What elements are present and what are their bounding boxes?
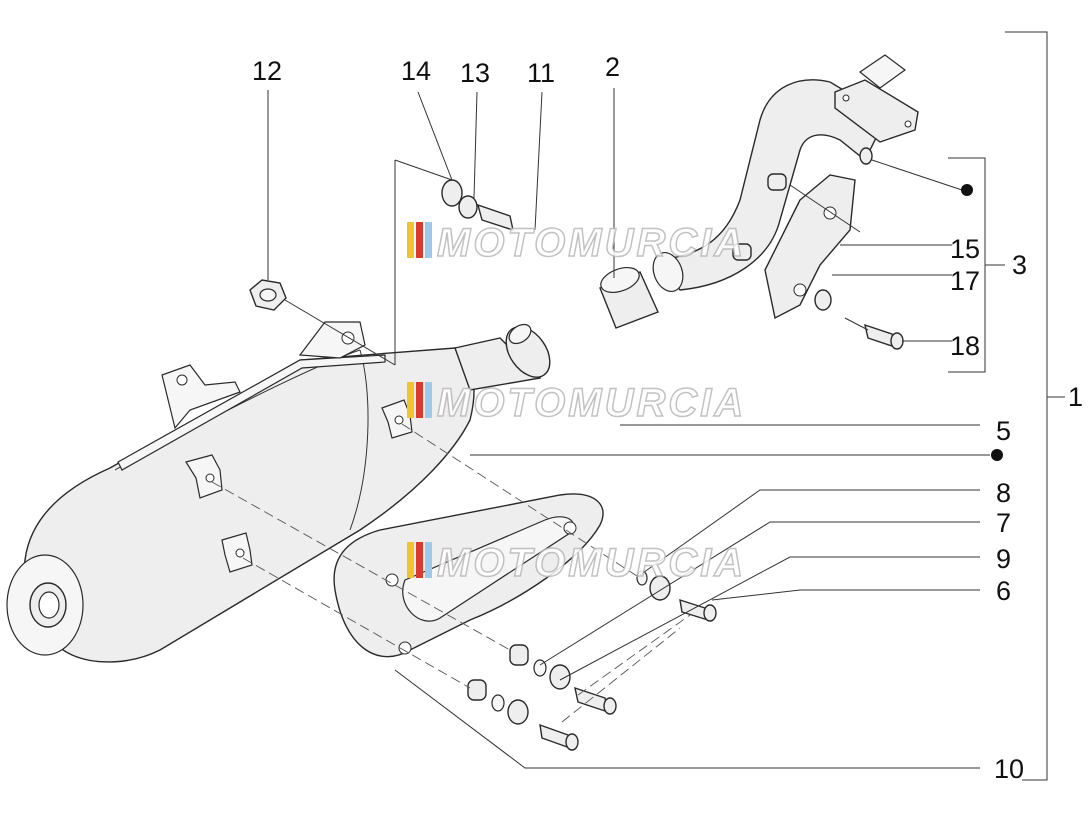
label-13: 13	[460, 58, 490, 88]
reference-dot-upper	[961, 184, 973, 196]
pipe-support-bracket	[764, 174, 856, 320]
callout-labels: 12 14 13 11 2 15 3 17 18 1 5 8 7 9 6 10	[252, 52, 1083, 784]
exhaust-pipe	[652, 54, 919, 292]
label-18: 18	[950, 331, 980, 361]
label-10: 10	[994, 754, 1024, 784]
spacer-b	[467, 679, 487, 701]
leader-lines	[211, 88, 990, 769]
label-6: 6	[996, 576, 1011, 606]
exhaust-flange	[834, 79, 919, 143]
washer-14	[441, 179, 463, 207]
muffler	[6, 321, 551, 663]
watermark-stripe-red	[416, 222, 423, 258]
label-2: 2	[605, 52, 620, 82]
muffler-clip-1	[185, 454, 223, 499]
label-15: 15	[950, 234, 980, 264]
label-3: 3	[1012, 250, 1027, 280]
washer-13	[458, 195, 478, 219]
screw-18	[864, 323, 904, 350]
label-7: 7	[996, 508, 1011, 538]
screw-lower-2	[539, 723, 579, 751]
washer-17	[814, 289, 832, 311]
exhaust-pipe-outlet	[652, 252, 684, 292]
watermark-stripe-yellow	[407, 222, 414, 258]
shield-hardware	[467, 570, 717, 751]
spacer-a	[509, 644, 529, 666]
watermark-text: MOTOMURCIA	[437, 221, 746, 265]
heat-shield-cutout	[402, 516, 574, 622]
muffler-mount-bracket-front	[298, 321, 366, 359]
label-17: 17	[950, 266, 980, 296]
watermark-1: MOTOMURCIA	[407, 220, 746, 266]
label-11: 11	[527, 58, 555, 88]
muffler-clip-3	[381, 399, 413, 439]
muffler-clip-2	[221, 532, 253, 573]
reference-dot-lower	[991, 449, 1003, 461]
washer-b	[507, 699, 529, 725]
label-8: 8	[996, 478, 1011, 508]
watermark-text: MOTOMURCIA	[437, 381, 746, 425]
muffler-top-rail	[117, 354, 386, 471]
label-9: 9	[996, 544, 1011, 574]
watermark-3: MOTOMURCIA	[407, 540, 746, 586]
bracket-group-1	[1005, 31, 1048, 781]
label-14: 14	[401, 56, 431, 86]
label-12: 12	[252, 56, 282, 86]
watermark-2: MOTOMURCIA	[407, 380, 746, 426]
label-5: 5	[996, 416, 1011, 446]
heat-shield	[333, 493, 604, 658]
washer-a	[549, 664, 571, 690]
screw-6	[679, 598, 717, 622]
stud-11	[476, 203, 514, 232]
watermark-stripe-blue	[425, 222, 432, 258]
exhaust-gasket	[599, 267, 659, 329]
watermark-text: MOTOMURCIA	[437, 541, 746, 585]
muffler-inlet-neck	[454, 337, 542, 391]
screw-lower-1	[574, 686, 617, 715]
label-1: 1	[1068, 382, 1083, 412]
